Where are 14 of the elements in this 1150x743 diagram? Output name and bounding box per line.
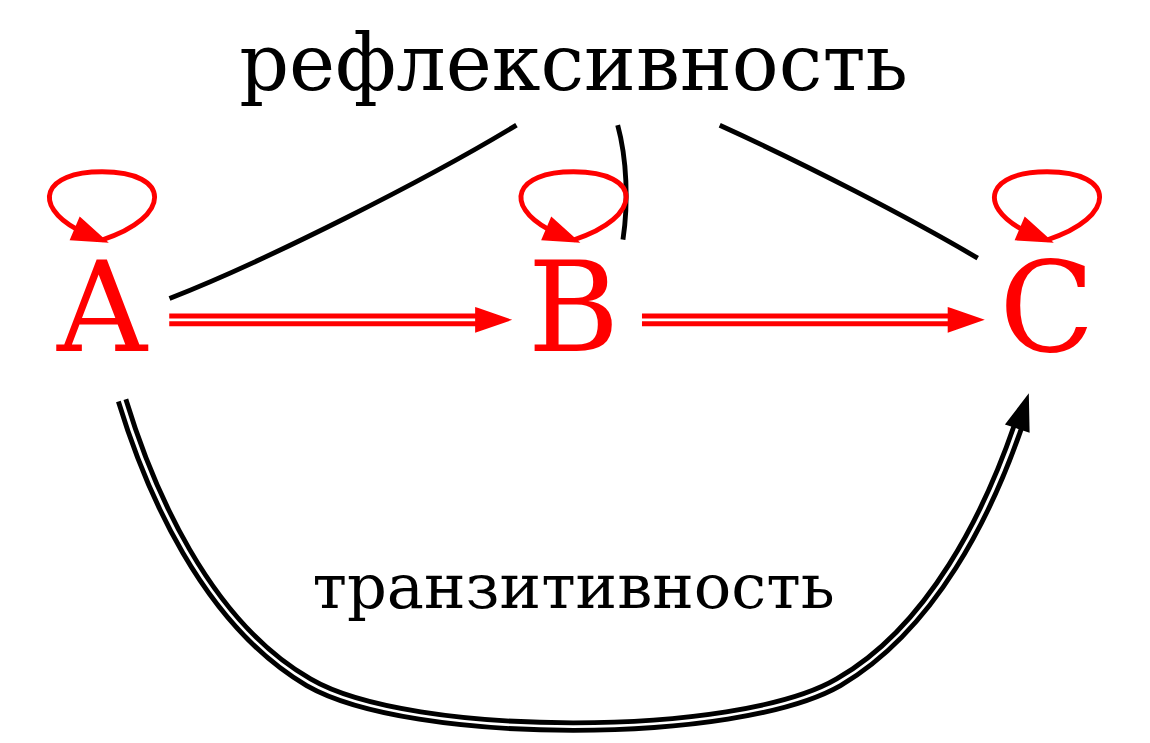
edge-label: транзитивность — [311, 550, 835, 624]
arrow — [115, 393, 1030, 733]
arrow — [518, 169, 628, 243]
arrow — [168, 306, 512, 333]
arrow — [46, 169, 157, 243]
node-text: рефлексивность — [238, 17, 908, 108]
node-text: B — [527, 235, 619, 381]
arrow — [641, 306, 985, 333]
node-text: A — [56, 235, 147, 381]
connector — [718, 123, 979, 261]
node-text: C — [998, 235, 1095, 381]
arrow — [991, 169, 1102, 243]
connector — [614, 124, 629, 240]
connector — [168, 123, 518, 301]
